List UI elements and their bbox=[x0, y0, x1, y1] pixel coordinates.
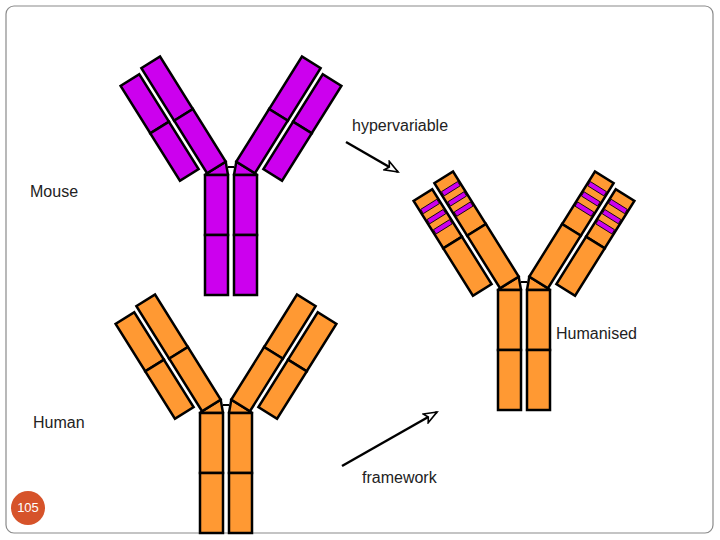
antibody-node: Mouse bbox=[26, 44, 346, 300]
human-antibody bbox=[113, 294, 338, 533]
humanised-antibody bbox=[411, 171, 636, 410]
antibody-node: Human bbox=[26, 284, 342, 536]
slide-frame bbox=[6, 6, 713, 533]
antibody-label: Mouse bbox=[30, 182, 78, 202]
connector-arrow bbox=[342, 412, 437, 466]
hypervariable-stripes bbox=[419, 182, 630, 234]
antibody-label: Human bbox=[33, 413, 85, 433]
antibody-node: Humanised bbox=[398, 160, 654, 412]
arrow-label: framework bbox=[360, 468, 439, 488]
slide-number: 105 bbox=[17, 500, 39, 516]
connector-arrow bbox=[346, 142, 398, 172]
slide-number-badge: 105 bbox=[11, 491, 45, 525]
mouse-antibody bbox=[118, 56, 343, 295]
arrow-label: hypervariable bbox=[350, 116, 450, 136]
antibody-label: Humanised bbox=[556, 324, 637, 344]
